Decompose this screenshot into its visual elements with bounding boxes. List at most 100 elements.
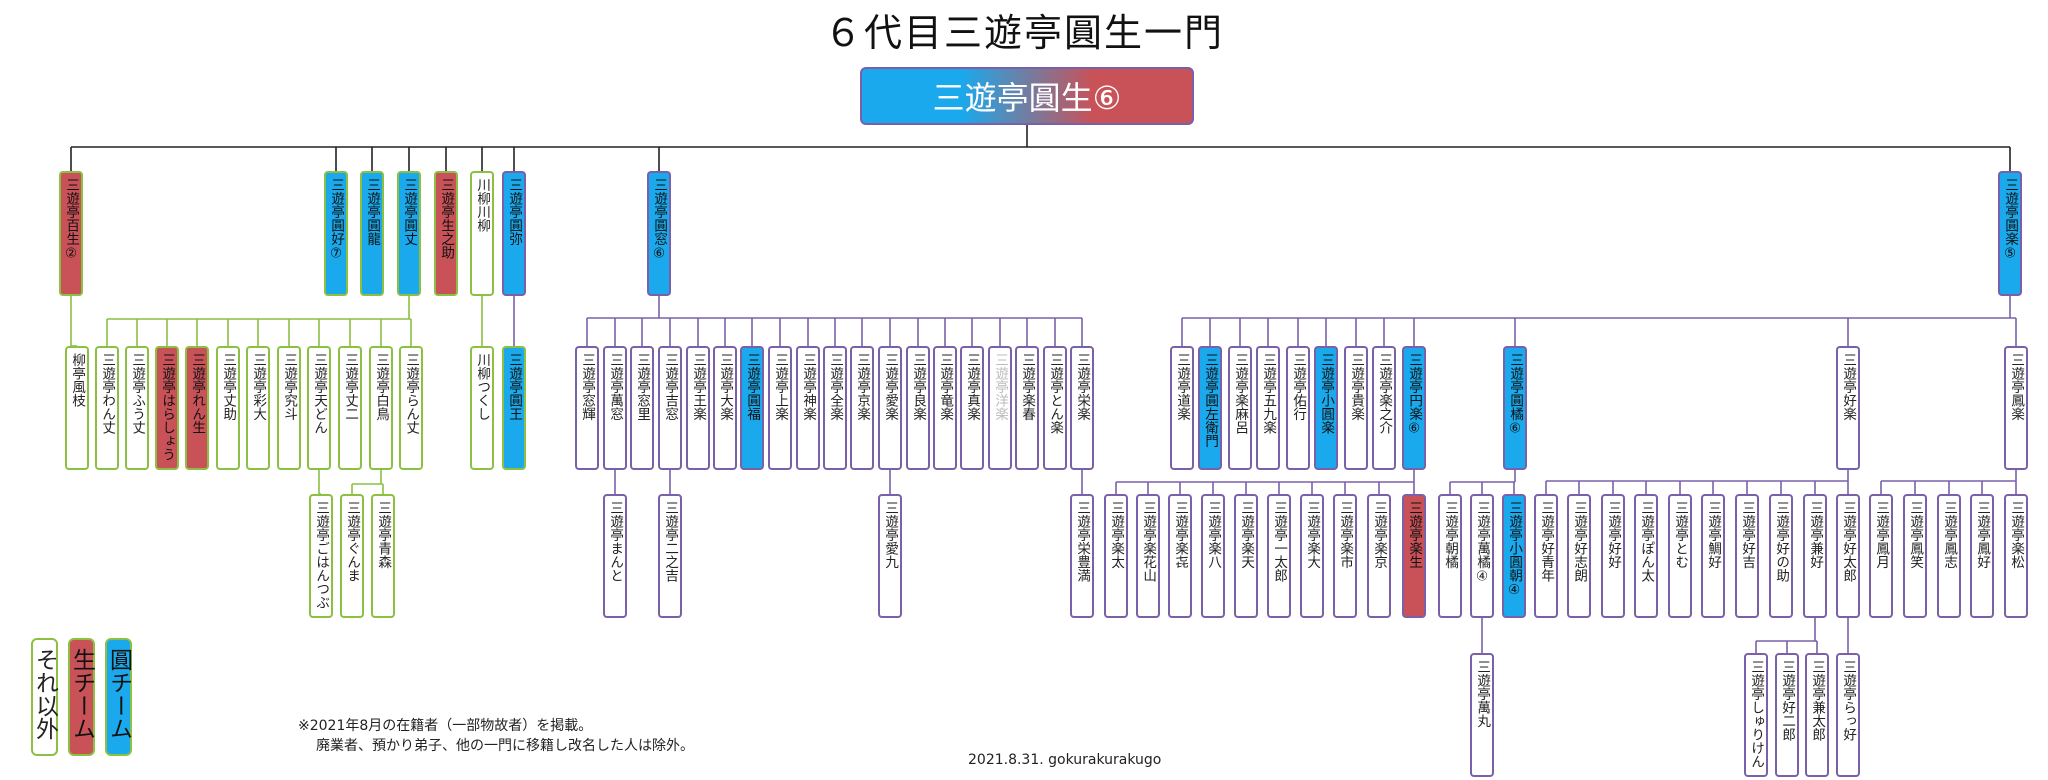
member-name: 三遊亭鳳楽 (2008, 353, 2025, 421)
member-name: 三遊亭栄豊満 (1074, 501, 1091, 582)
member-name: 三遊亭鯛好 (1705, 501, 1722, 569)
member-name: 三遊亭丈二 (342, 353, 359, 421)
member-name: 三遊亭圓王 (506, 353, 523, 421)
member-name: 三遊亭吉窓 (662, 353, 679, 421)
member-node: 三遊亭愛楽 (878, 346, 902, 470)
member-name: 三遊亭兼太郎 (1809, 660, 1826, 741)
member-node: 三遊亭楽花山 (1136, 494, 1160, 618)
member-node: 三遊亭とん楽 (1043, 346, 1067, 470)
member-name: 三遊亭楽麻呂 (1232, 353, 1249, 434)
member-name: 三遊亭圓弥 (506, 178, 523, 246)
member-name: 三遊亭彩大 (250, 353, 267, 421)
member-node: 三遊亭円楽⑥ (1402, 346, 1426, 470)
member-name: 川柳つくし (474, 353, 491, 421)
member-node: 三遊亭楽㐂 (1168, 494, 1192, 618)
member-name: 三遊亭円楽⑥ (1406, 353, 1423, 437)
member-name: 三遊亭鳳月 (1873, 501, 1890, 569)
member-name: 三遊亭青森 (375, 501, 392, 569)
member-node: 三遊亭楽之介 (1372, 346, 1396, 470)
member-name: 三遊亭とむ (1672, 501, 1689, 569)
member-name: 三遊亭天どん (311, 353, 328, 434)
member-name: 三遊亭竜楽 (937, 353, 954, 421)
member-name: 三遊亭究斗 (281, 353, 298, 421)
member-name: 三遊亭れん生 (189, 353, 206, 434)
member-name: 三遊亭丈助 (220, 353, 237, 421)
member-node: 三遊亭圓橘⑥ (1503, 346, 1527, 470)
member-node: 三遊亭好二郎 (1775, 653, 1799, 777)
member-name: 三遊亭二之吉 (662, 501, 679, 582)
member-name: 三遊亭兼好 (1807, 501, 1824, 569)
legend-red: 生チーム (68, 638, 95, 756)
member-name: 三遊亭上楽 (772, 353, 789, 421)
member-node: 三遊亭れん生 (185, 346, 209, 470)
member-node: 三遊亭京楽 (850, 346, 874, 470)
member-node: 三遊亭竜楽 (933, 346, 957, 470)
member-node: 三遊亭らん丈 (399, 346, 423, 470)
member-node: 三遊亭楽京 (1367, 494, 1391, 618)
member-name: 三遊亭王楽 (690, 353, 707, 421)
member-node: 三遊亭佑行 (1286, 346, 1310, 470)
member-node: 三遊亭窓輝 (575, 346, 599, 470)
member-node: 三遊亭楽大 (1300, 494, 1324, 618)
member-node: 川柳川柳 (470, 171, 494, 296)
member-node: 三遊亭楽松 (2004, 494, 2028, 618)
member-name: 三遊亭わん丈 (99, 353, 116, 434)
member-name: 三遊亭好志朗 (1571, 501, 1588, 582)
member-name: 三遊亭楽八 (1205, 501, 1222, 569)
member-name: 三遊亭まんと (607, 501, 624, 582)
member-name: 三遊亭楽㐂 (1172, 501, 1189, 569)
member-name: 三遊亭圓楽⑤ (2002, 178, 2019, 262)
member-node: 三遊亭鳳笑 (1903, 494, 1927, 618)
member-node: 三遊亭吉窓 (658, 346, 682, 470)
member-name: 三遊亭愛九 (882, 501, 899, 569)
member-node: 三遊亭好吉 (1735, 494, 1759, 618)
member-name: 三遊亭良楽 (910, 353, 927, 421)
member-node: 三遊亭良楽 (906, 346, 930, 470)
member-node: 三遊亭ふう丈 (125, 346, 149, 470)
member-node: 三遊亭天どん (307, 346, 331, 470)
member-node: 三遊亭兼好 (1803, 494, 1827, 618)
member-name: 三遊亭圓左衛門 (1202, 353, 1219, 448)
member-node: 三遊亭圓福 (740, 346, 764, 470)
member-node: 三遊亭鳳好 (1970, 494, 1994, 618)
member-name: 三遊亭好太郎 (1840, 501, 1857, 582)
member-name: 三遊亭圓丈 (401, 178, 418, 246)
member-node: 三遊亭道楽 (1170, 346, 1194, 470)
member-node: 三遊亭鳳月 (1869, 494, 1893, 618)
member-node: 三遊亭萬丸 (1470, 653, 1494, 777)
member-node: 三遊亭好好 (1601, 494, 1625, 618)
member-name: 三遊亭愛楽 (882, 353, 899, 421)
footnote: ※2021年8月の在籍者（一部物故者）を掲載。 廃業者、預かり弟子、他の一門に移… (298, 718, 694, 754)
root-node: 三遊亭圓生⑥ (860, 67, 1194, 125)
member-name: 三遊亭全楽 (827, 353, 844, 421)
member-node: 三遊亭圓龍 (360, 171, 384, 296)
member-node: 三遊亭小圓楽 (1314, 346, 1338, 470)
member-node: 三遊亭圓王 (502, 346, 526, 470)
member-name: 三遊亭圓橘⑥ (1507, 353, 1524, 437)
member-name: 三遊亭圓好⑦ (328, 178, 345, 262)
member-node: 三遊亭好の助 (1769, 494, 1793, 618)
member-node: 三遊亭生之助 (434, 171, 458, 296)
member-name: 川柳川柳 (474, 178, 491, 232)
member-node: 三遊亭朝橘 (1438, 494, 1462, 618)
member-name: 三遊亭圓福 (744, 353, 761, 421)
member-name: 三遊亭好二郎 (1779, 660, 1796, 741)
member-name: 三遊亭小圓朝④ (1506, 501, 1523, 598)
member-name: 三遊亭萬橘④ (1474, 501, 1491, 585)
member-node: 三遊亭好太郎 (1836, 494, 1860, 618)
member-node: 三遊亭ごはんつぶ (309, 494, 333, 618)
member-node: 三遊亭楽八 (1201, 494, 1225, 618)
member-node: 三遊亭鯛好 (1701, 494, 1725, 618)
member-name: 三遊亭洋楽 (992, 353, 1009, 421)
member-name: 三遊亭好好 (1605, 501, 1622, 569)
member-node: 三遊亭好楽 (1836, 346, 1860, 470)
member-node: 三遊亭鳳楽 (2004, 346, 2028, 470)
member-node: 三遊亭ぐんま (340, 494, 364, 618)
member-node: 三遊亭青森 (371, 494, 395, 618)
member-name: 三遊亭萬丸 (1474, 660, 1491, 728)
legend-blue: 圓チーム (105, 638, 132, 756)
member-node: 三遊亭愛九 (878, 494, 902, 618)
member-name: 三遊亭はらしょう (159, 353, 176, 461)
member-name: 三遊亭大楽 (717, 353, 734, 421)
member-name: 三遊亭楽天 (1238, 501, 1255, 569)
